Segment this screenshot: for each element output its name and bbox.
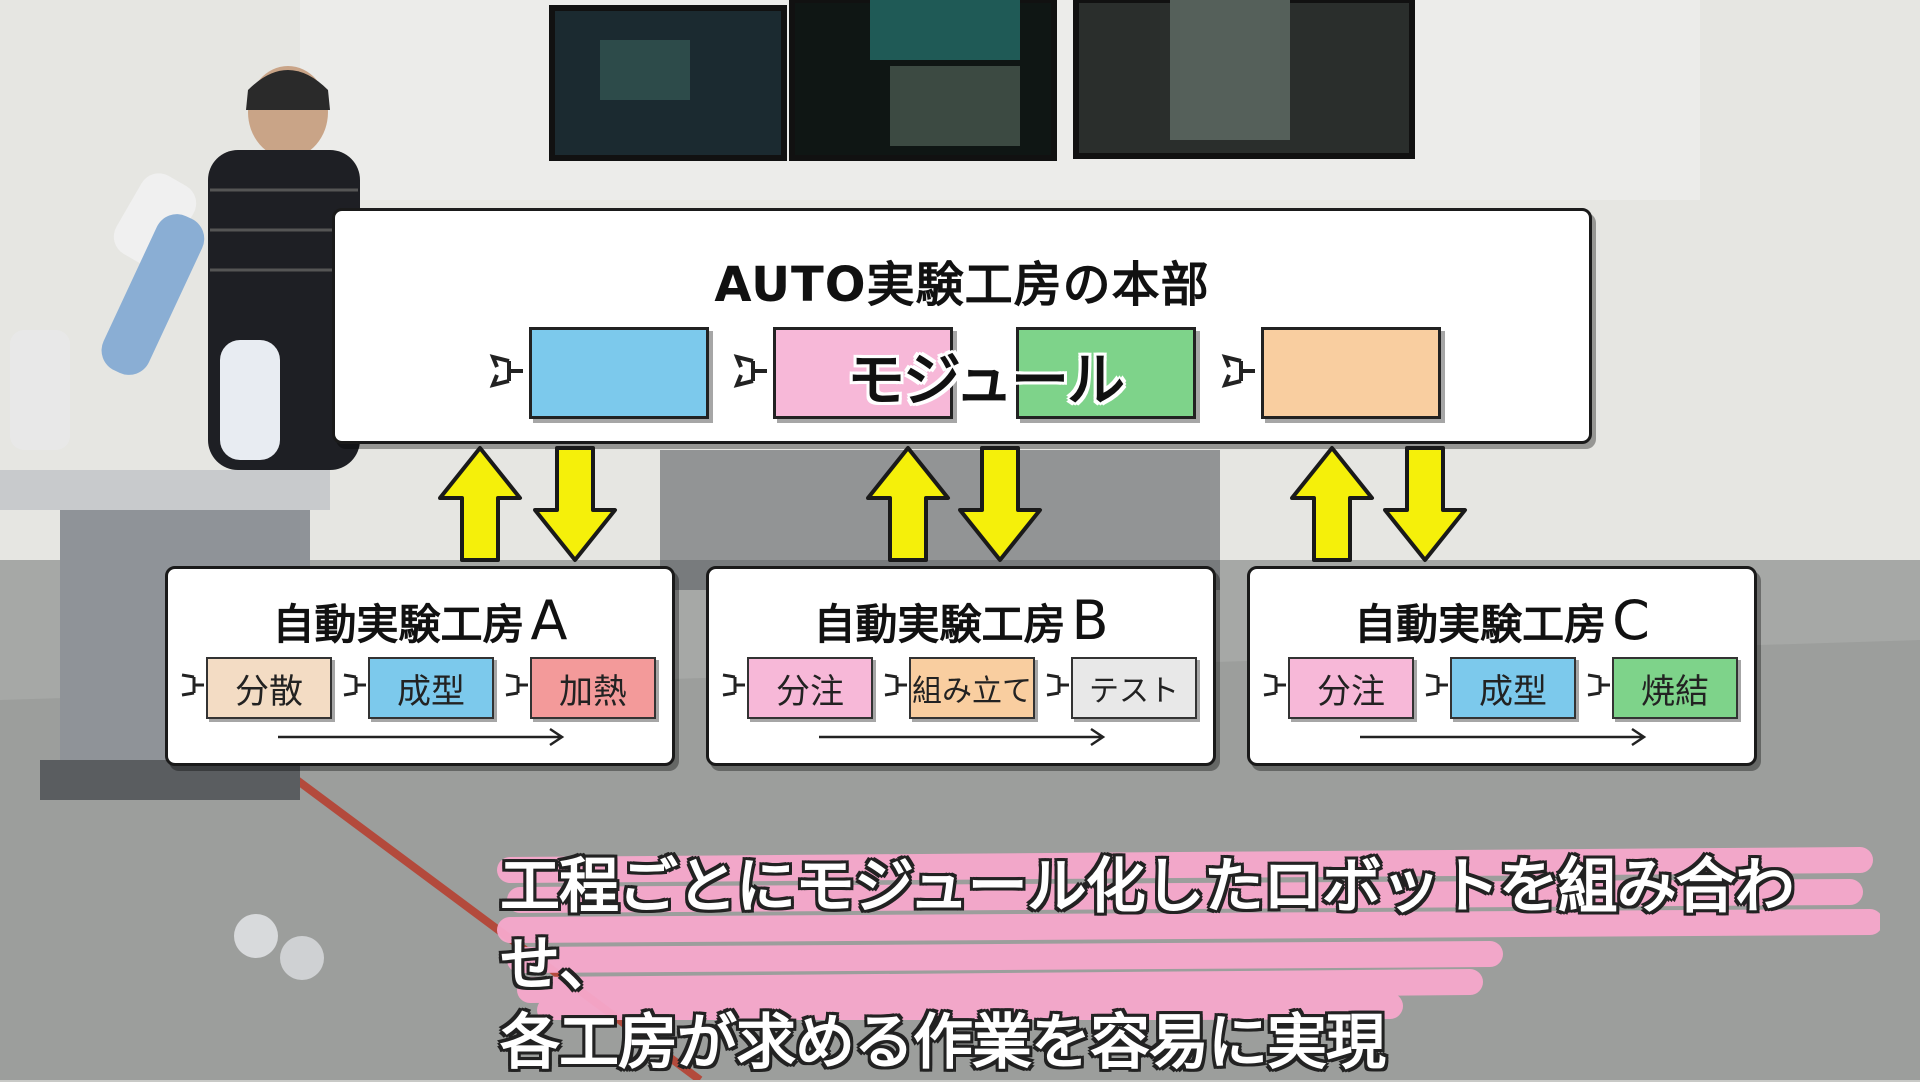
caption-highlight: [497, 847, 1880, 1020]
monitor-left: [549, 5, 787, 161]
module-label: モジュール: [847, 346, 1125, 414]
flow-arrow-icon: [278, 727, 565, 747]
gripper-icon: [343, 673, 366, 697]
arrow-up-icon: [866, 446, 950, 562]
gripper-icon: [722, 673, 745, 697]
step-block: 成型: [368, 657, 494, 719]
monitor-middle: [789, 0, 1057, 161]
robot-arm: [10, 173, 280, 460]
module-block-green: [1016, 327, 1196, 419]
arrow-down-icon: [533, 446, 617, 562]
caption-text: 工程ごとにモジュール化したロボットを組み合わせ、 各工房が求める作業を容易に実現: [500, 848, 1880, 1082]
arrow-down-icon: [1383, 446, 1467, 562]
gripper-icon: [1221, 354, 1255, 388]
headquarters-title: AUTO実験工房の本部: [714, 257, 1210, 313]
gripper-icon: [505, 673, 528, 697]
gripper-icon: [181, 673, 204, 697]
step-block: 分注: [747, 657, 873, 719]
arrow-up-icon: [1290, 446, 1374, 562]
arrow-down-icon: [958, 446, 1042, 562]
step-block: 組み立て: [909, 657, 1035, 719]
headquarters-panel: AUTO実験工房の本部 モジュール: [332, 208, 1592, 444]
connection-arrows: [438, 446, 1467, 562]
flow-arrow-icon: [1360, 727, 1647, 747]
arrow-up-icon: [438, 446, 522, 562]
caption-line: 工程ごとにモジュール化したロボットを組み合わせ、: [500, 852, 1795, 1000]
module-block-pink: [773, 327, 953, 419]
gripper-icon: [884, 673, 907, 697]
flow-arrow-icon: [819, 727, 1106, 747]
gripper-icon: [733, 354, 767, 388]
module-block-blue: [529, 327, 709, 419]
monitor-right: [1073, 0, 1415, 159]
gripper-icon: [1046, 673, 1069, 697]
step-block: 成型: [1450, 657, 1576, 719]
gripper-icon: [1263, 673, 1286, 697]
step-block: 焼結: [1612, 657, 1738, 719]
step-block: 分注: [1288, 657, 1414, 719]
caption-line: 各工房が求める作業を容易に実現: [500, 1008, 1386, 1078]
step-block: 加熱: [530, 657, 656, 719]
gripper-icon: [1425, 673, 1448, 697]
gripper-icon: [489, 354, 523, 388]
step-block: テスト: [1071, 657, 1197, 719]
step-block: 分散: [206, 657, 332, 719]
gripper-icon: [1587, 673, 1610, 697]
module-block-orange: [1261, 327, 1441, 419]
